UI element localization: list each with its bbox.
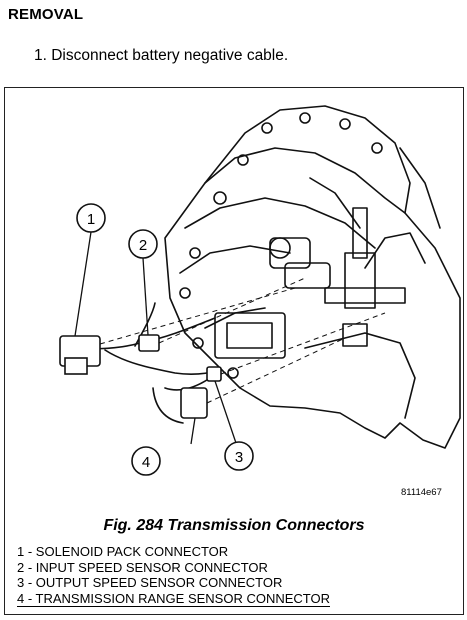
section-heading: REMOVAL: [8, 6, 84, 23]
step-1-text: 1. Disconnect battery negative cable.: [34, 47, 289, 64]
figure-frame: 1 2 3 4 81114e67 Fig. 284 Transmission C…: [4, 87, 464, 615]
legend-item: 4 - TRANSMISSION RANGE SENSOR CONNECTOR: [17, 590, 331, 607]
figure-caption: Fig. 284 Transmission Connectors: [103, 517, 365, 534]
callout-1: 1: [76, 203, 106, 233]
svg-text:1: 1: [87, 211, 95, 228]
figure-code: 81114e67: [401, 487, 442, 498]
legend-item: 3 - OUTPUT SPEED SENSOR CONNECTOR: [17, 575, 283, 590]
svg-text:4: 4: [142, 454, 150, 471]
transmission-illustration: 1 2 3 4: [59, 105, 461, 476]
legend-item: 2 - INPUT SPEED SENSOR CONNECTOR: [17, 559, 268, 575]
figure-legend: 1 - SOLENOID PACK CONNECTOR 2 - INPUT SP…: [17, 544, 331, 607]
svg-text:2: 2: [139, 237, 147, 254]
callout-4: 4: [131, 446, 161, 476]
svg-text:3: 3: [235, 449, 243, 466]
legend-item: 1 - SOLENOID PACK CONNECTOR: [17, 544, 229, 559]
callout-3: 3: [224, 441, 254, 471]
callout-2: 2: [128, 229, 158, 259]
